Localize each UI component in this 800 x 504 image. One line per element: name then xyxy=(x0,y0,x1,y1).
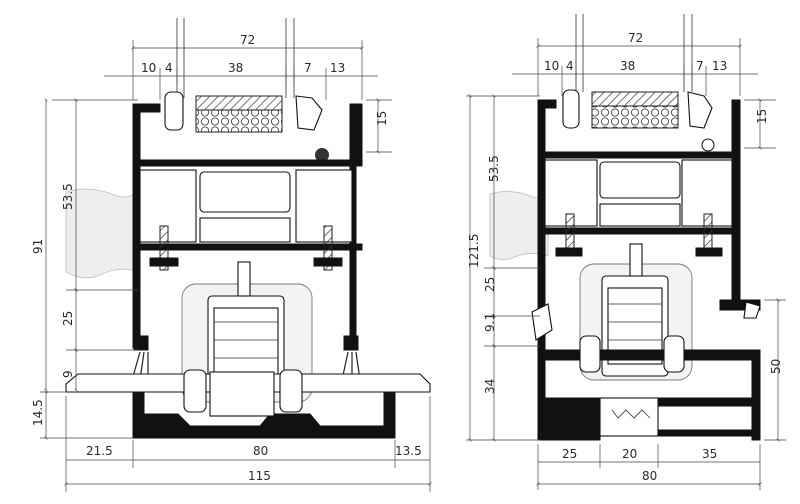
left-seal-right xyxy=(343,335,359,351)
right-dim-right-top: 15 xyxy=(755,109,769,124)
left-dim-top-e: 13 xyxy=(330,61,345,75)
right-dim-low: 9.1 xyxy=(483,313,497,332)
right-dim-top-b: 4 xyxy=(566,59,574,73)
right-dim-bottom-total: 80 xyxy=(642,469,657,483)
left-dim-top-d: 7 xyxy=(304,61,312,75)
right-dim-bottom-right: 35 xyxy=(702,447,717,461)
left-section: 72 10 4 38 7 13 15 91 53.5 25 xyxy=(31,18,432,492)
right-gasket-bead xyxy=(701,138,715,152)
right-glass-panes xyxy=(575,14,693,92)
left-dimensions: 72 10 4 38 7 13 15 91 53.5 25 xyxy=(31,33,432,492)
left-dim-top-c: 38 xyxy=(228,61,243,75)
right-wall xyxy=(489,191,549,260)
left-gasket-bead xyxy=(315,148,329,162)
left-dim-bottom-left: 21.5 xyxy=(86,444,113,458)
right-frame xyxy=(537,99,741,441)
right-dim-top-d: 7 xyxy=(696,59,704,73)
left-dim-right: 15 xyxy=(375,111,389,126)
left-sill xyxy=(65,369,431,439)
left-dim-low: 9 xyxy=(61,370,75,378)
right-glass-gasket-right xyxy=(687,91,713,129)
right-dim-right-low: 50 xyxy=(769,359,783,374)
right-glass-gasket-left xyxy=(562,89,580,129)
left-spacer-honeycomb xyxy=(195,109,283,133)
right-screws xyxy=(555,213,723,257)
left-dim-mid: 25 xyxy=(61,311,75,326)
right-dim-bottom-left: 25 xyxy=(562,447,577,461)
left-dim-bottom-total: 115 xyxy=(248,469,271,483)
left-dim-overall: 91 xyxy=(31,239,45,254)
right-dimensions: 72 10 4 38 7 13 15 50 121.5 53.5 xyxy=(466,31,786,490)
left-glass-gasket-left xyxy=(164,91,184,131)
right-dim-overall: 121.5 xyxy=(467,234,481,268)
left-seal-left xyxy=(133,335,149,351)
left-spacer-hatch xyxy=(195,95,283,111)
left-glass-panes xyxy=(176,18,295,98)
left-dim-bottom-right: 13.5 xyxy=(395,444,422,458)
right-dim-upper: 53.5 xyxy=(487,155,501,182)
right-dim-base: 34 xyxy=(483,379,497,394)
left-dim-top-b: 4 xyxy=(165,61,173,75)
right-dim-top-e: 13 xyxy=(712,59,727,73)
left-wall xyxy=(65,188,141,279)
left-dim-bottom-mid: 80 xyxy=(253,444,268,458)
right-section: 72 10 4 38 7 13 15 50 121.5 53.5 xyxy=(466,14,786,490)
right-spacer-hatch xyxy=(591,91,679,107)
right-sill xyxy=(531,299,761,441)
right-dim-bottom-mid: 20 xyxy=(622,447,637,461)
left-dim-upper: 53.5 xyxy=(61,183,75,210)
right-dim-top-total: 72 xyxy=(628,31,643,45)
right-dim-top-a: 10 xyxy=(544,59,559,73)
right-dim-mid: 25 xyxy=(483,277,497,292)
left-dim-top-a: 10 xyxy=(141,61,156,75)
left-dim-base: 14.5 xyxy=(31,399,45,426)
right-spacer-honeycomb xyxy=(591,105,679,129)
right-dim-top-c: 38 xyxy=(620,59,635,73)
left-glass-gasket-right xyxy=(295,95,323,131)
left-frame xyxy=(132,103,363,349)
left-dim-top-total: 72 xyxy=(240,33,255,47)
left-screws xyxy=(149,225,343,271)
